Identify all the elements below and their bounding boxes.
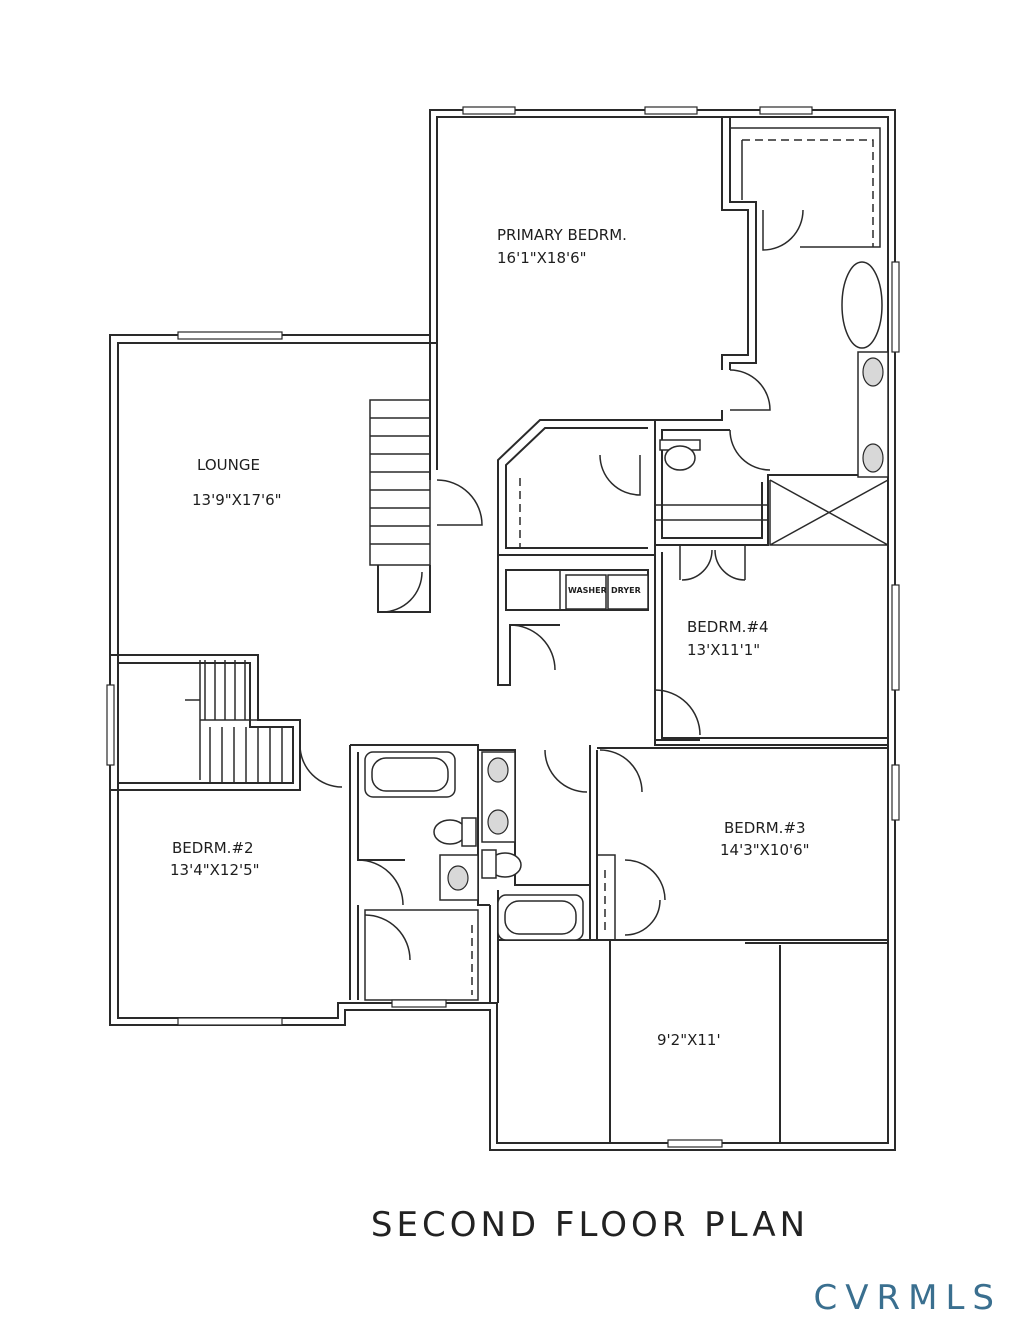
bonus-room-size: 9'2"X11' [657,1031,721,1049]
bedroom-2-size: 13'4"X12'5" [170,861,260,879]
primary-bedroom-name: PRIMARY BEDRM. [497,226,627,244]
sink-icon [862,357,884,387]
primary-bedroom-size: 16'1"X18'6" [497,249,587,267]
sink-icon [487,809,509,835]
cvrmls-logo: CVRMLS [814,1278,1002,1318]
bedroom-4-size: 13'X11'1" [687,641,760,659]
interior-walls [110,117,889,1143]
dryer-label: DRYER [611,586,641,595]
lounge-name: LOUNGE [197,456,260,474]
bedroom-2-name: BEDRM.#2 [172,839,254,857]
plan-title: SECOND FLOOR PLAN [370,1205,810,1245]
doors [299,209,804,961]
lounge-size: 13'9"X17'6" [192,491,282,509]
bedroom-3-size: 14'3"X10'6" [720,841,810,859]
bath-fixtures [364,261,889,941]
sink-icon [487,757,509,783]
toilet-icon [433,819,467,845]
room-labels: PRIMARY BEDRM. 16'1"X18'6" LOUNGE 13'9"X… [170,226,810,1049]
washer-label: WASHER [568,586,607,595]
logo-text: CVRMLS [813,1278,1002,1318]
windows [106,106,900,1148]
sink-icon [862,443,884,473]
sink-icon [447,865,469,891]
bathtub-icon [841,261,883,349]
bedroom-4-name: BEDRM.#4 [687,618,769,636]
bedroom-3-name: BEDRM.#3 [724,819,806,837]
